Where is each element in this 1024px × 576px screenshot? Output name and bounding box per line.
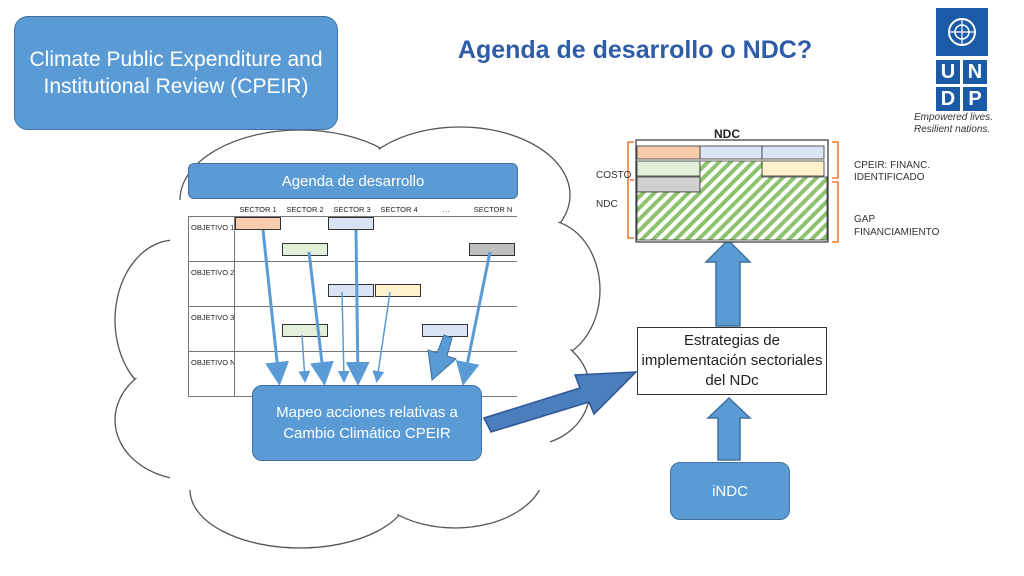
action-box xyxy=(375,284,421,297)
action-box xyxy=(469,243,515,256)
down-block-arrow xyxy=(427,334,457,381)
mapeo-box: Mapeo acciones relativas a Cambio Climát… xyxy=(252,385,482,461)
undp-letter-p: P xyxy=(963,87,987,111)
up-arrow-from-indc xyxy=(706,396,752,461)
ndc-left-label-costo: COSTO xyxy=(596,170,632,181)
action-box xyxy=(328,284,374,297)
big-arrow-to-estrategias xyxy=(482,371,638,433)
action-box xyxy=(328,217,374,230)
mapeo-text: Mapeo acciones relativas a Cambio Climát… xyxy=(276,404,458,442)
action-box xyxy=(235,217,281,230)
ndc-cell xyxy=(636,160,701,177)
cpeir-title-box: Climate Public Expenditure and Instituti… xyxy=(14,16,338,130)
indc-text: iNDC xyxy=(712,482,748,500)
ndc-right-label-gap: GAP FINANCIAMIENTO xyxy=(854,214,940,238)
estrategias-box: Estrategias de implementación sectoriale… xyxy=(637,327,827,395)
ndc-cell xyxy=(699,145,763,160)
objective-label: OBJETIVO 3 xyxy=(188,306,235,352)
ndc-gap-hatch xyxy=(636,160,828,241)
right-bracket-gap xyxy=(832,181,839,243)
ndc-chart xyxy=(627,139,839,243)
un-emblem-icon xyxy=(936,8,988,56)
ndc-cell xyxy=(761,145,825,160)
ndc-right-label-cpeir: CPEIR: FINANC. IDENTIFICADO xyxy=(854,160,931,183)
action-box xyxy=(282,243,328,256)
ndc-title: NDC xyxy=(714,127,740,141)
agenda-grid: SECTOR 1 SECTOR 2 SECTOR 3 SECTOR 4 … SE… xyxy=(188,203,517,397)
right-bracket-cpeir xyxy=(832,141,839,179)
page-title: Agenda de desarrollo o NDC? xyxy=(457,36,813,64)
agenda-header: Agenda de desarrollo xyxy=(188,163,518,199)
undp-tagline-line-1: Empowered lives. xyxy=(914,112,993,123)
indc-box: iNDC xyxy=(670,462,790,520)
ndc-cell xyxy=(636,176,701,193)
estrategias-text: Estrategias de implementación sectoriale… xyxy=(641,332,823,389)
up-arrow-to-ndc xyxy=(704,238,752,327)
ndc-cell xyxy=(761,160,825,177)
undp-tagline-line-2: Resilient nations. xyxy=(914,124,991,135)
undp-letter-d: D xyxy=(936,87,960,111)
objective-label: OBJETIVO 2 xyxy=(188,261,235,307)
objective-label: OBJETIVO N xyxy=(188,351,235,397)
undp-logo: U N D P xyxy=(936,8,996,111)
ndc-cell xyxy=(636,145,701,160)
agenda-header-text: Agenda de desarrollo xyxy=(281,172,425,190)
objective-label: OBJETIVO 1 xyxy=(188,216,235,262)
undp-tagline: Empowered lives. Resilient nations. xyxy=(914,112,1020,136)
undp-letter-n: N xyxy=(963,60,987,84)
cpeir-title-text: Climate Public Expenditure and Instituti… xyxy=(29,48,323,98)
ndc-left-label-ndc: NDC xyxy=(596,199,618,210)
left-bracket-costo xyxy=(627,141,634,239)
undp-letter-u: U xyxy=(936,60,960,84)
